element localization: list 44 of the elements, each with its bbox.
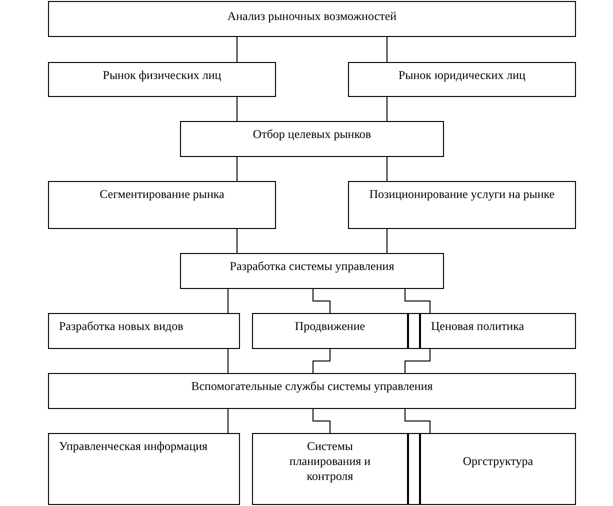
process-box <box>420 433 576 505</box>
connector-line <box>404 348 430 374</box>
process-box <box>48 62 276 97</box>
connector-line <box>236 228 238 254</box>
box-label: Системы планирования и контроля <box>288 439 372 484</box>
empty-box <box>408 313 420 349</box>
connector-line <box>312 348 330 374</box>
process-box <box>420 313 576 349</box>
connector-line <box>386 156 388 182</box>
connector-line <box>404 408 430 434</box>
connector-line <box>312 288 330 314</box>
box-label: Ценовая политика <box>430 319 526 334</box>
process-box <box>348 62 576 97</box>
empty-box <box>408 433 420 505</box>
process-box <box>48 181 276 229</box>
box-label: Вспомогательные службы системы управления <box>190 379 434 394</box>
box-label: Сегментирование рынка <box>98 187 226 202</box>
connector-line <box>312 408 330 434</box>
connector-line <box>404 288 430 314</box>
connector-line <box>236 96 238 122</box>
process-box <box>252 433 408 505</box>
process-box <box>180 253 444 289</box>
process-box <box>348 181 576 229</box>
box-label: Продвижение <box>294 319 366 334</box>
process-box <box>48 373 576 409</box>
box-label: Рынок юридических лиц <box>398 68 526 83</box>
box-label: Позиционирование услуги на рынке <box>368 187 556 202</box>
box-label: Рынок физических лиц <box>102 68 222 83</box>
box-label: Разработка системы управления <box>228 259 396 274</box>
box-label: Оргструктура <box>462 454 534 469</box>
box-label: Анализ рыночных возможностей <box>226 9 398 24</box>
process-box <box>48 433 240 505</box>
box-label: Отбор целевых рынков <box>252 127 372 142</box>
process-box <box>252 313 408 349</box>
connector-line <box>236 156 238 182</box>
process-box <box>48 1 576 37</box>
process-box <box>180 121 444 157</box>
process-box <box>48 313 240 349</box>
connector-line <box>386 36 388 62</box>
box-label: Разработка новых видов <box>58 319 184 334</box>
box-label: Управленческая информация <box>58 439 209 454</box>
connector-line <box>236 36 238 62</box>
connector-line <box>386 96 388 122</box>
connector-line <box>386 228 388 254</box>
